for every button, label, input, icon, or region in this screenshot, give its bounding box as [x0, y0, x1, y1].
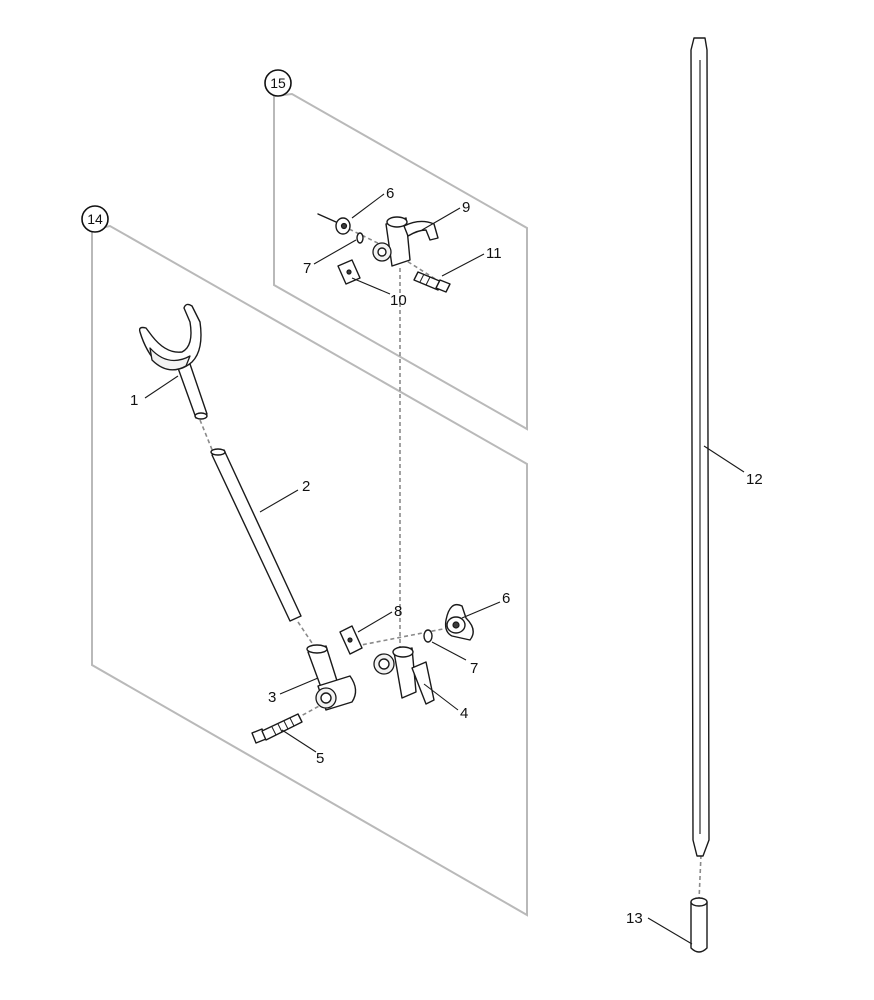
assembly-15-panel	[273, 92, 528, 431]
callout-11: 11	[486, 245, 502, 262]
assembly-14-label: 14	[87, 211, 103, 227]
callout-1: 1	[130, 392, 138, 409]
part-6-wing-nut-bottom	[444, 603, 474, 641]
part-1-fork-rest	[138, 303, 208, 420]
part-10-plate	[337, 259, 361, 285]
part-8-plate	[339, 625, 363, 655]
assembly-line-pole-spike	[698, 854, 702, 901]
callout-7-top: 7	[303, 260, 311, 277]
callout-4: 4	[460, 705, 468, 722]
callout-7-bottom: 7	[470, 660, 478, 677]
part-11-bolt	[413, 271, 451, 293]
callout-10: 10	[390, 292, 407, 309]
part-3-swivel-head	[306, 644, 357, 711]
callout-5: 5	[316, 750, 324, 767]
callout-9: 9	[462, 199, 470, 216]
callout-12: 12	[746, 471, 763, 488]
part-9-bracket	[372, 216, 439, 267]
callout-8: 8	[394, 603, 402, 620]
part-4-clamp	[373, 646, 435, 705]
part-13-spike	[690, 897, 708, 953]
callout-3: 3	[268, 689, 276, 706]
part-6-knob-top	[317, 213, 351, 235]
part-5-bolt	[251, 713, 303, 744]
callout-6-bottom: 6	[502, 590, 510, 607]
part-12-pole	[690, 37, 710, 857]
assembly-14-panel	[91, 224, 528, 917]
assembly-line-bottom-wing	[355, 627, 449, 647]
assembly-line-fork-tube	[199, 419, 214, 453]
leader-lines	[144, 193, 745, 945]
part-7-washer-bottom	[423, 629, 433, 643]
assembly-15-badge: 15	[264, 69, 292, 97]
callout-13: 13	[626, 910, 643, 927]
assembly-15-label: 15	[270, 75, 286, 91]
assembly-14-badge: 14	[81, 205, 109, 233]
part-7-washer-top	[356, 232, 364, 244]
callout-2: 2	[302, 478, 310, 495]
part-2-tube	[210, 448, 302, 622]
callout-6-top: 6	[386, 185, 394, 202]
